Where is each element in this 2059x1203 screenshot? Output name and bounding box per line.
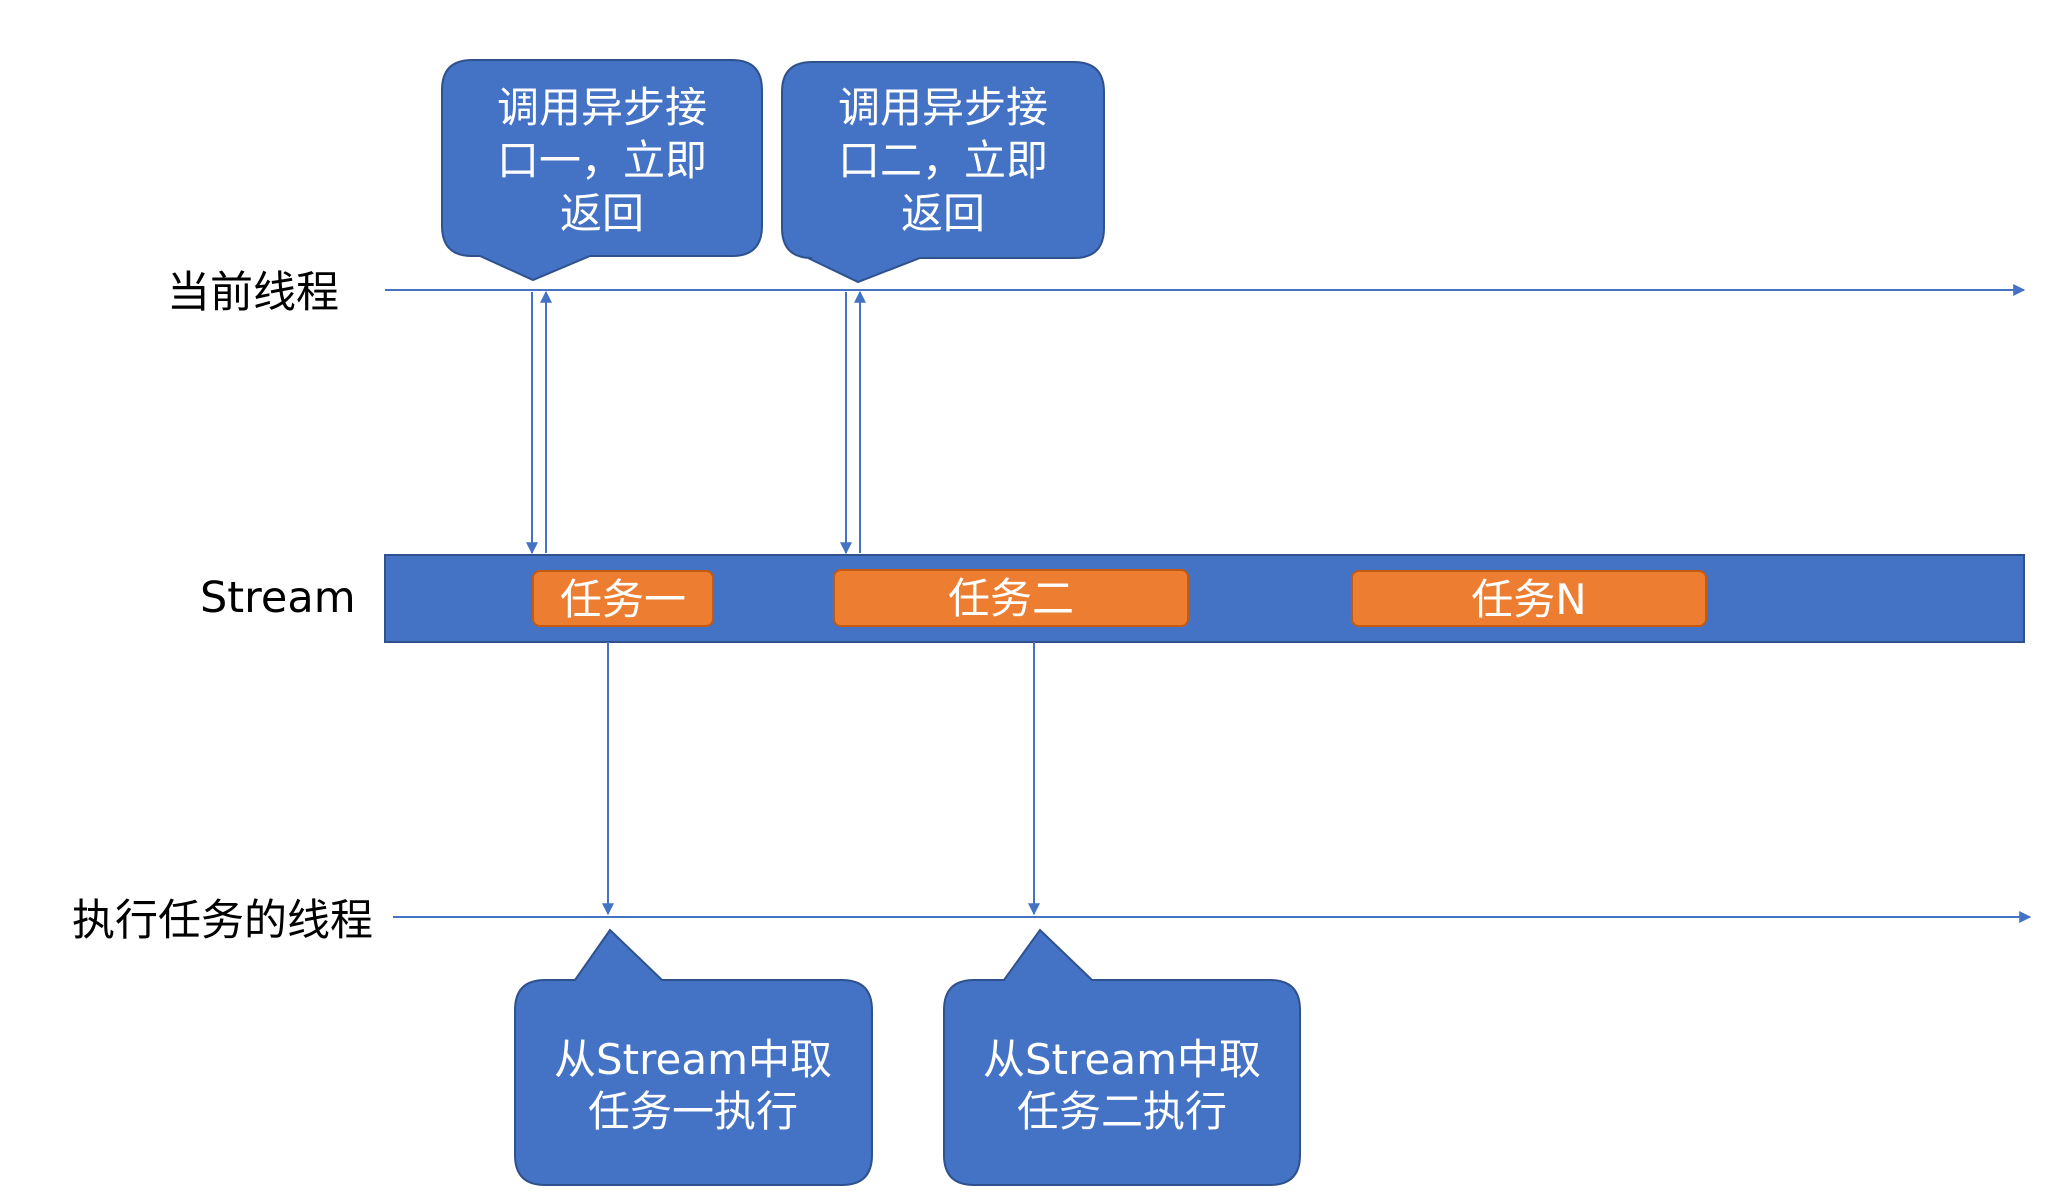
callout-call-two: 调用异步接 口二，立即 返回 xyxy=(781,61,1105,284)
callout-exec-two: 从Stream中取 任务二执行 xyxy=(943,928,1301,1186)
task-n-label: 任务N xyxy=(1471,575,1586,624)
callout-call-two-shape xyxy=(781,61,1105,284)
callout-call-two-line-3: 返回 xyxy=(901,189,985,238)
callout-exec-one-shape xyxy=(514,928,873,1186)
row-label-worker-thread: 执行任务的线程 xyxy=(72,896,373,946)
callout-call-one-line-1: 调用异步接 xyxy=(497,83,707,132)
callout-call-one: 调用异步接 口一，立即 返回 xyxy=(441,59,763,282)
task-2-box xyxy=(833,569,1189,627)
task-n-box xyxy=(1351,570,1707,627)
callout-exec-two-line-2: 任务二执行 xyxy=(1017,1087,1227,1136)
callout-call-one-line-3: 返回 xyxy=(560,189,644,238)
callout-exec-one: 从Stream中取 任务一执行 xyxy=(514,928,873,1186)
callout-call-one-shape xyxy=(441,59,763,282)
callout-exec-one-line-1: 从Stream中取 xyxy=(554,1035,832,1084)
callout-exec-two-shape xyxy=(943,928,1301,1186)
callout-call-two-line-1: 调用异步接 xyxy=(838,83,1048,132)
task-2: 任务二 xyxy=(833,569,1189,627)
row-label-stream: Stream xyxy=(200,573,356,623)
task-1: 任务一 xyxy=(532,570,714,627)
task-n: 任务N xyxy=(1351,570,1707,627)
callout-call-two-line-2: 口二，立即 xyxy=(838,136,1048,185)
callout-call-one-line-2: 口一，立即 xyxy=(497,136,707,185)
task-1-label: 任务一 xyxy=(560,575,686,624)
row-label-current-thread: 当前线程 xyxy=(167,268,339,318)
task-1-box xyxy=(532,570,714,627)
task-2-label: 任务二 xyxy=(948,574,1074,623)
callout-exec-one-line-2: 任务一执行 xyxy=(588,1087,798,1136)
callout-exec-two-line-1: 从Stream中取 xyxy=(983,1035,1261,1084)
